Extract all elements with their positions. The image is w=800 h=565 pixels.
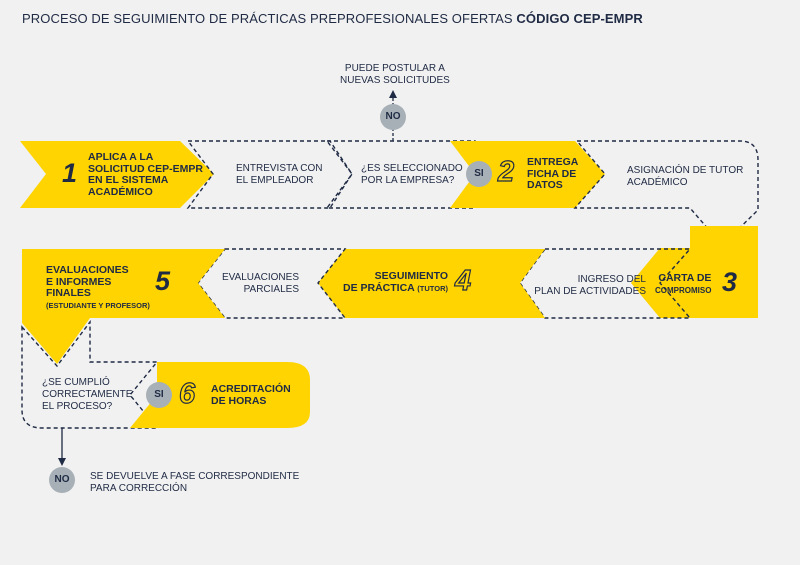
decision-no-top-badge: NO [380,104,406,130]
step-3-label: CARTA DE COMPROMISO [655,272,712,296]
step-3-line: COMPROMISO [655,285,712,295]
step-4-note: (TUTOR) [417,283,448,293]
page-title: PROCESO DE SEGUIMIENTO DE PRÁCTICAS PREP… [22,11,643,26]
seleccionado-shape [325,140,476,209]
step-2-label: ENTREGA FICHA DE DATOS [527,156,579,192]
decision-si-badge: SI [466,161,492,187]
step-1-label: APLICA A LA SOLICITUD CEP-EMPR EN EL SIS… [88,151,203,198]
seleccionado-line: POR LA EMPRESA? [361,175,455,186]
tutor-label: ASIGNACIÓN DE TUTOR ACADÉMICO [627,165,743,189]
step-6-number: 6 [178,378,196,410]
step-1-line: APLICA A LA [88,151,154,163]
step-5-line: FINALES [46,287,91,299]
tutor-line: ACADÉMICO [627,177,688,188]
cumplio-line: EL PROCESO? [42,401,113,412]
step-5-shape [22,249,225,364]
title-prefix: PROCESO DE SEGUIMIENTO DE PRÁCTICAS PREP… [22,11,517,26]
step-4-shape [318,249,545,318]
step-3-line: CARTA DE [658,272,712,284]
seleccionado-line: ¿ES SELECCIONADO [361,163,463,174]
parciales-line: PARCIALES [243,284,299,295]
step-5-number: 5 [155,266,171,296]
entrevista-label: ENTREVISTA CON EL EMPLEADOR [236,163,323,187]
step-4-number: 4 [454,265,472,297]
postular-line: PUEDE POSTULAR A [344,63,445,74]
step-4-line: SEGUIMIENTO [374,270,448,282]
entrevista-line: ENTREVISTA CON [236,163,323,174]
step-4-line: DE PRÁCTICA [343,281,415,294]
cumplio-line: ¿SE CUMPLIÓ [42,377,110,388]
step-5-note: (ESTUDIANTE Y PROFESOR) [46,300,150,310]
step-3-number: 3 [722,267,738,297]
parciales-line: EVALUACIONES [221,272,299,283]
step-5-line: EVALUACIONES [46,264,129,276]
step-2-line: FICHA DE [527,167,577,180]
devuelve-line: SE DEVUELVE A FASE CORRESPONDIENTE [90,471,300,482]
step-6-shape [130,362,310,428]
step-3-shape [631,226,758,318]
step-5-label: EVALUACIONES E INFORMES FINALES (ESTUDIA… [46,264,150,311]
step-2-shape [450,141,605,208]
step-1-line: EN EL SISTEMA [88,174,169,186]
step-2-number: 2 [497,156,515,188]
step-2-line: ENTREGA [527,156,579,168]
cumplio-shape [21,319,159,429]
postular-line: NUEVAS SOLICITUDES [340,75,450,86]
step-2-line: DATOS [527,179,563,191]
ingreso-label: INGRESO DEL PLAN DE ACTIVIDADES [518,274,646,298]
cumplio-label: ¿SE CUMPLIÓ CORRECTAMENTE EL PROCESO? [42,377,132,413]
devuelve-line: PARA CORRECCIÓN [90,483,188,494]
step-6-label: ACREDITACIÓN DE HORAS [211,383,291,407]
postular-note: PUEDE POSTULAR A NUEVAS SOLICITUDES [340,63,450,87]
title-code: CÓDIGO CEP-EMPR [516,11,643,26]
parciales-label: EVALUACIONES PARCIALES [213,272,299,296]
devuelve-note: SE DEVUELVE A FASE CORRESPONDIENTE PARA … [90,471,299,495]
step-5-line: E INFORMES [46,275,112,288]
ingreso-line: PLAN DE ACTIVIDADES [534,286,646,297]
decision-si-bottom-badge: SI [146,382,172,408]
no-up-arrowhead [389,90,397,98]
step-1-line: SOLICITUD CEP-EMPR [88,162,203,175]
entrevista-line: EL EMPLEADOR [236,175,314,186]
cumplio-line: CORRECTAMENTE [42,389,133,400]
step-1-shape [20,141,214,208]
decision-no-bottom-badge: NO [49,467,75,493]
no-down-arrowhead [58,458,66,466]
step-6-line: DE HORAS [211,394,267,407]
ingreso-line: INGRESO DEL [577,274,646,285]
step-1-line: ACADÉMICO [88,185,153,198]
step-1-number: 1 [62,158,78,188]
tutor-line: ASIGNACIÓN DE TUTOR [627,165,744,176]
step-4-label: SEGUIMIENTO DE PRÁCTICA (TUTOR) [336,270,448,294]
step-6-line: ACREDITACIÓN [211,383,291,395]
seleccionado-label: ¿ES SELECCIONADO POR LA EMPRESA? [361,163,463,187]
